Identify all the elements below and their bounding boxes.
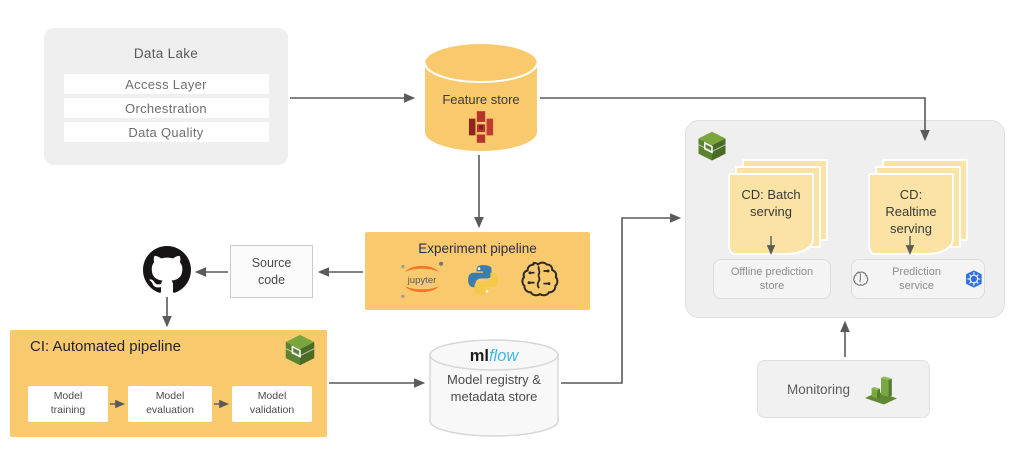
brain-icon bbox=[520, 261, 558, 297]
brain-icon bbox=[853, 271, 869, 286]
cd-serving-panel: CD: Batch serving CD: Realtime serving O… bbox=[685, 120, 1005, 318]
feature-store-icon bbox=[468, 111, 494, 143]
cd-realtime-serving-stack: CD: Realtime serving bbox=[868, 159, 968, 255]
mlflow-logo: mlflow bbox=[469, 347, 519, 365]
cloudwatch-icon bbox=[865, 376, 898, 405]
monitoring-box: Monitoring bbox=[757, 360, 930, 418]
cylinder-shape bbox=[424, 44, 538, 151]
ci-pipeline-panel: CI: Automated pipeline Model training Mo… bbox=[10, 330, 327, 437]
experiment-pipeline-panel: Experiment pipeline jupyter bbox=[365, 232, 590, 310]
data-lake-layer: Access Layer bbox=[63, 74, 269, 94]
offline-prediction-store-box: Offline prediction store bbox=[713, 259, 831, 299]
monitoring-label: Monitoring bbox=[786, 381, 851, 397]
source-code-label: Source code bbox=[251, 256, 292, 287]
cd-batch-serving-stack: CD: Batch serving bbox=[728, 159, 828, 255]
document-page: CD: Realtime serving bbox=[868, 173, 954, 255]
jupyter-icon: jupyter bbox=[400, 261, 443, 298]
python-icon bbox=[467, 265, 498, 295]
model-evaluation-step: Model evaluation bbox=[128, 386, 212, 422]
offline-prediction-store-label: Offline prediction store bbox=[730, 265, 814, 292]
aws-codebuild-icon bbox=[285, 334, 315, 366]
model-registry-cylinder: mlflow Model registry & metadata store bbox=[428, 338, 560, 438]
source-code-box: Source code bbox=[230, 245, 313, 298]
data-lake-layer: Data Quality bbox=[63, 122, 269, 142]
aws-codepipeline-icon bbox=[698, 131, 726, 161]
data-lake-layers: Access Layer Orchestration Data Quality bbox=[44, 74, 288, 142]
github-icon bbox=[143, 246, 191, 293]
data-lake-title: Data Lake bbox=[133, 46, 199, 61]
model-validation-label: Model validation bbox=[249, 390, 295, 416]
data-lake-panel: Data Lake Access Layer Orchestration Dat… bbox=[44, 28, 288, 165]
data-lake-layer: Orchestration bbox=[63, 98, 269, 118]
prediction-service-box: Prediction service bbox=[851, 259, 985, 299]
cylinder-shape bbox=[429, 339, 559, 437]
feature-store-cylinder: Feature store bbox=[423, 42, 539, 154]
model-training-step: Model training bbox=[28, 386, 108, 422]
model-evaluation-label: Model evaluation bbox=[146, 390, 194, 416]
svg-text:jupyter: jupyter bbox=[406, 275, 436, 286]
prediction-service-label: Prediction service bbox=[892, 265, 941, 292]
feature-store-label: Feature store bbox=[442, 92, 520, 107]
kubernetes-icon bbox=[966, 270, 982, 288]
ci-pipeline-title: CI: Automated pipeline bbox=[30, 338, 181, 355]
experiment-pipeline-title: Experiment pipeline bbox=[418, 241, 537, 256]
model-training-label: Model training bbox=[50, 390, 86, 416]
cd-realtime-serving-label: CD: Realtime serving bbox=[885, 187, 937, 236]
model-validation-step: Model validation bbox=[232, 386, 312, 422]
document-page: CD: Batch serving bbox=[728, 173, 814, 255]
cd-batch-serving-label: CD: Batch serving bbox=[741, 187, 801, 219]
model-registry-label: Model registry & metadata store bbox=[447, 372, 541, 404]
experiment-pipeline-icons: jupyter bbox=[365, 259, 590, 301]
